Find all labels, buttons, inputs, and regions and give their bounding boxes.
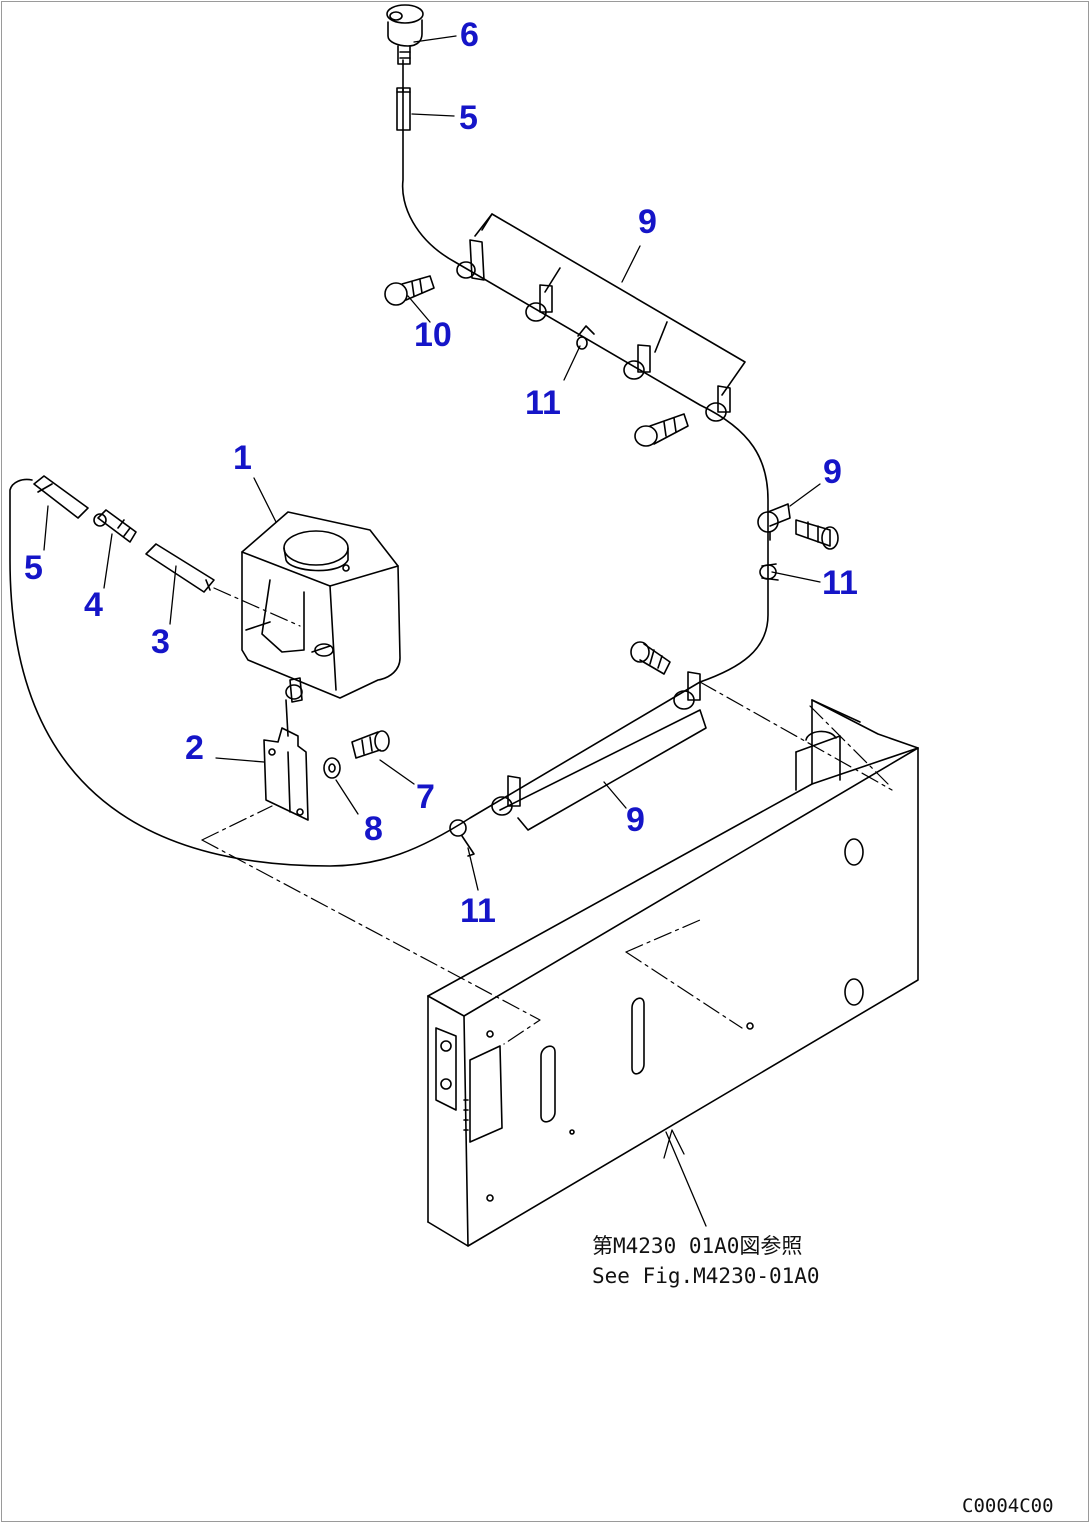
bolt-lower: [630, 641, 671, 675]
washer-8: [323, 757, 341, 779]
clip-11-side: [759, 563, 779, 581]
callout-9-lower: 9: [626, 801, 645, 839]
callout-5-left: 5: [24, 549, 43, 587]
main-frame: [427, 699, 919, 1247]
hose-piece-3: [145, 543, 215, 593]
bolt-upper-right: [634, 413, 689, 447]
reference-note-en: See Fig.M4230-01A0: [592, 1264, 820, 1288]
callout-9-upper: 9: [638, 203, 657, 241]
callout-8: 8: [364, 810, 383, 848]
bolt-10: [384, 275, 435, 306]
callout-10: 10: [414, 316, 452, 354]
washer-hose: [9, 59, 769, 867]
tank-bracket: [263, 727, 309, 821]
leader-lines: [43, 35, 821, 1227]
callout-3: 3: [151, 623, 170, 661]
hose-piece-top: [396, 87, 411, 131]
bolt-7: [351, 730, 390, 759]
upper-clip-bar: [456, 213, 746, 422]
lower-clip-bar: [491, 671, 707, 831]
bolt-side: [795, 519, 839, 550]
clip-11-upper: [576, 325, 595, 350]
nozzle-part: [386, 4, 424, 65]
callout-9-side: 9: [823, 453, 842, 491]
phantom-lines: [201, 587, 893, 1045]
washer-tank: [241, 511, 401, 737]
callout-11-lower: 11: [460, 892, 496, 930]
callout-11-side: 11: [822, 564, 858, 602]
callout-11-upper: 11: [525, 384, 561, 422]
hose-piece-left: [33, 475, 89, 519]
callout-7: 7: [416, 778, 435, 816]
callout-2: 2: [185, 729, 204, 767]
clip-11-lower: [449, 819, 475, 857]
drawing-code: C0004C00: [962, 1495, 1054, 1517]
reference-note-jp: 第M4230 01A0図参照: [592, 1234, 803, 1258]
callout-5-top: 5: [459, 99, 478, 137]
callout-4: 4: [84, 586, 103, 624]
joint-piece: [93, 509, 137, 543]
clip-9-side: [757, 503, 791, 541]
callout-6: 6: [460, 16, 479, 54]
callout-1: 1: [233, 439, 252, 477]
